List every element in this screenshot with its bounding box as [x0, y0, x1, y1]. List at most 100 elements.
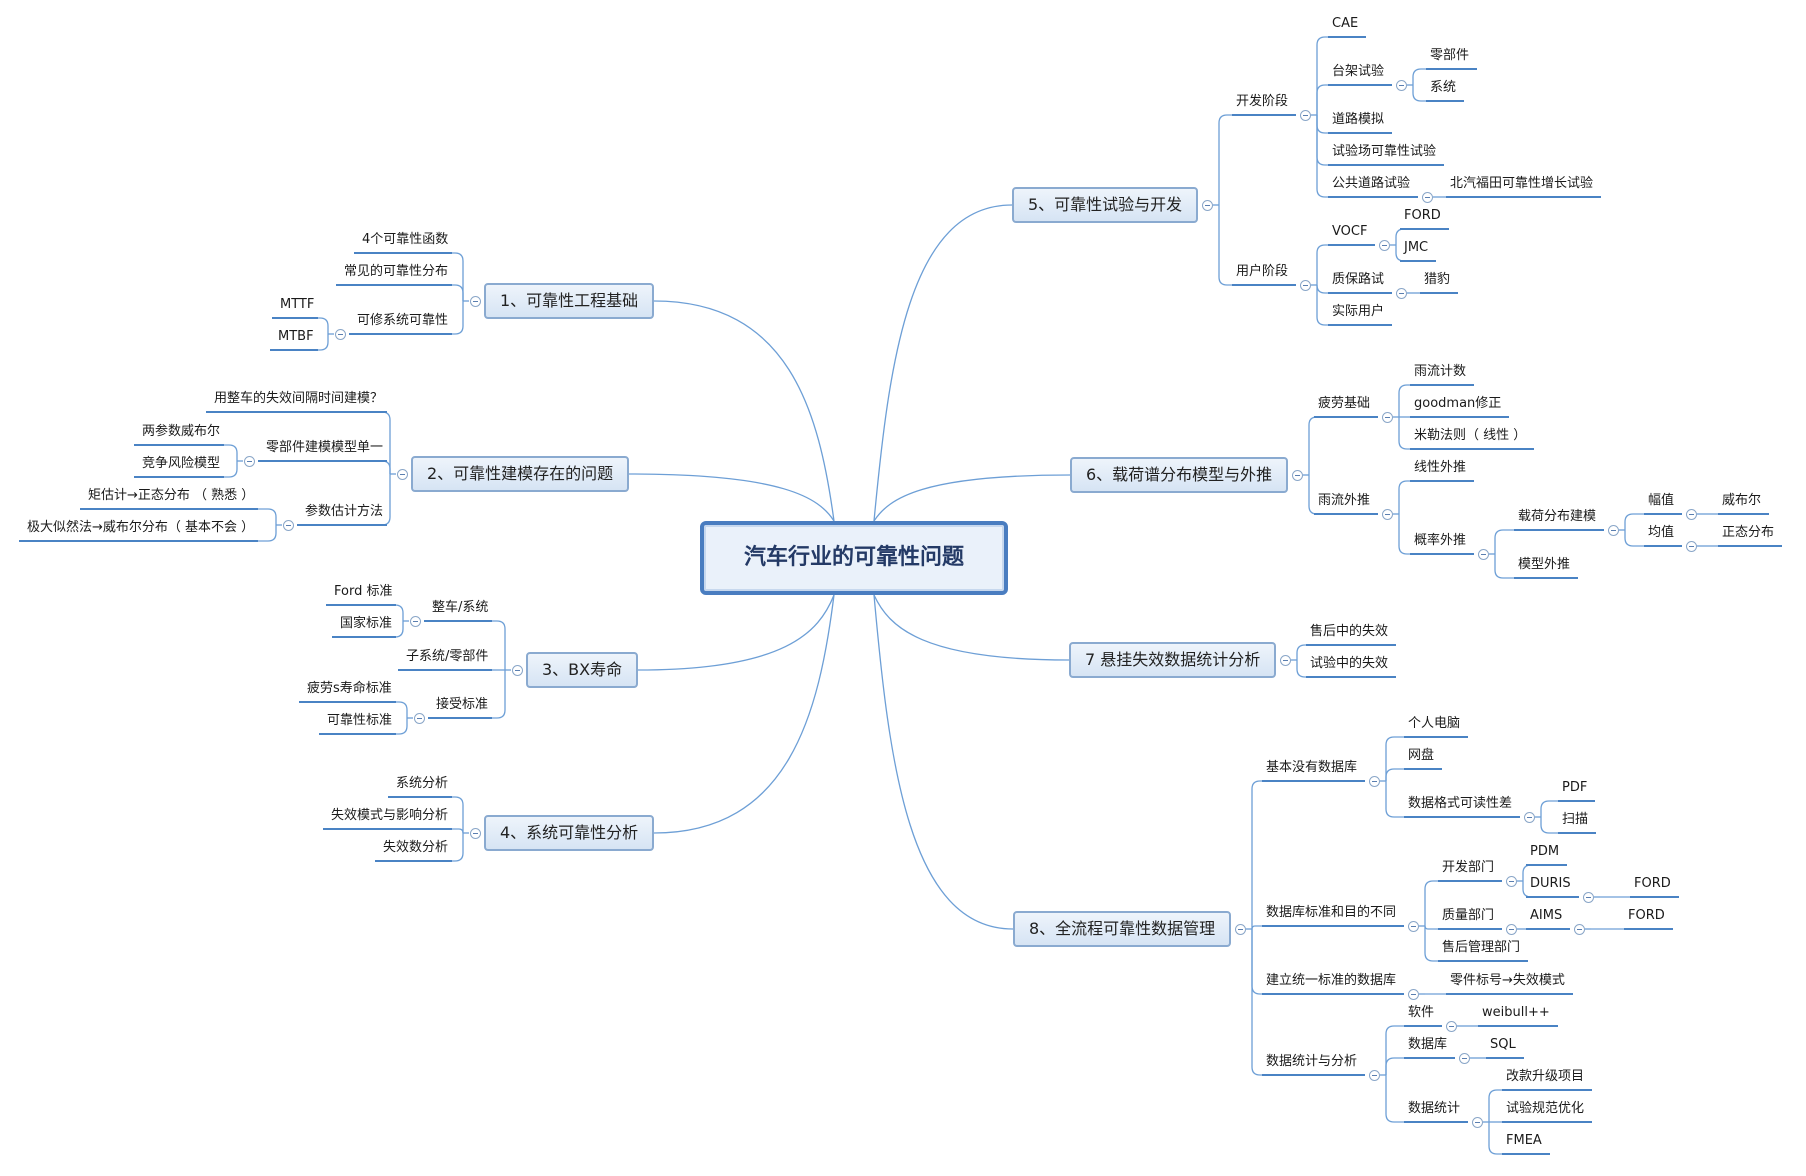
branch-topic-1[interactable]: 1、可靠性工程基础 [484, 283, 655, 319]
collapse-toggle-icon[interactable] [1382, 412, 1393, 423]
topic-可修系统可靠性[interactable]: 可修系统可靠性 [349, 314, 452, 335]
topic-竞争风险模型[interactable]: 竞争风险模型 [134, 457, 224, 478]
collapse-toggle-icon[interactable] [1408, 921, 1419, 932]
topic-线性外推[interactable]: 线性外推 [1410, 461, 1474, 482]
topic-威布尔[interactable]: 威布尔 [1718, 494, 1769, 515]
topic-pdm[interactable]: PDM [1526, 845, 1567, 866]
collapse-toggle-icon[interactable] [1472, 1117, 1483, 1128]
collapse-toggle-icon[interactable] [1382, 509, 1393, 520]
collapse-toggle-icon[interactable] [397, 469, 408, 480]
topic-雨流计数[interactable]: 雨流计数 [1410, 365, 1474, 386]
collapse-toggle-icon[interactable] [1524, 812, 1535, 823]
topic-用整车的失效间隔时间建模？[interactable]: 用整车的失效间隔时间建模？ [206, 392, 387, 413]
branch-topic-8[interactable]: 8、全流程可靠性数据管理 [1013, 911, 1232, 947]
topic-扫描[interactable]: 扫描 [1558, 813, 1596, 834]
topic-试验规范优化[interactable]: 试验规范优化 [1502, 1102, 1592, 1123]
topic-载荷分布建模[interactable]: 载荷分布建模 [1514, 510, 1604, 531]
topic-零部件[interactable]: 零部件 [1426, 49, 1477, 70]
topic-duris[interactable]: DURIS [1526, 877, 1579, 898]
collapse-toggle-icon[interactable] [1583, 892, 1594, 903]
topic-个人电脑[interactable]: 个人电脑 [1404, 717, 1468, 738]
topic-ford[interactable]: FORD [1630, 877, 1679, 898]
topic-mtbf[interactable]: MTBF [270, 330, 318, 351]
topic-4个可靠性函数[interactable]: 4个可靠性函数 [354, 233, 452, 254]
collapse-toggle-icon[interactable] [1686, 509, 1697, 520]
collapse-toggle-icon[interactable] [1202, 200, 1213, 211]
topic-售后中的失效[interactable]: 售后中的失效 [1306, 625, 1396, 646]
topic-售后管理部门[interactable]: 售后管理部门 [1438, 941, 1528, 962]
topic-公共道路试验[interactable]: 公共道路试验 [1328, 177, 1418, 198]
topic-jmc[interactable]: JMC [1400, 241, 1436, 262]
collapse-toggle-icon[interactable] [1235, 924, 1246, 935]
topic-系统分析[interactable]: 系统分析 [388, 777, 452, 798]
collapse-toggle-icon[interactable] [1422, 192, 1433, 203]
topic-用户阶段[interactable]: 用户阶段 [1232, 265, 1296, 286]
branch-topic-3[interactable]: 3、BX寿命 [526, 652, 639, 688]
topic-疲劳s寿命标准[interactable]: 疲劳s寿命标准 [299, 682, 396, 703]
topic-正态分布[interactable]: 正态分布 [1718, 526, 1782, 547]
topic-基本没有数据库[interactable]: 基本没有数据库 [1262, 761, 1365, 782]
topic-子系统/零部件[interactable]: 子系统/零部件 [398, 650, 492, 671]
topic-雨流外推[interactable]: 雨流外推 [1314, 494, 1378, 515]
topic-数据库[interactable]: 数据库 [1404, 1038, 1455, 1059]
collapse-toggle-icon[interactable] [244, 456, 255, 467]
topic-实际用户[interactable]: 实际用户 [1328, 305, 1392, 326]
topic-ford[interactable]: FORD [1400, 209, 1449, 230]
topic-猎豹[interactable]: 猎豹 [1420, 273, 1458, 294]
topic-开发阶段[interactable]: 开发阶段 [1232, 95, 1296, 116]
branch-topic-6[interactable]: 6、载荷谱分布模型与外推 [1070, 457, 1289, 493]
topic-开发部门[interactable]: 开发部门 [1438, 861, 1502, 882]
topic-米勒法则（-线性-）[interactable]: 米勒法则（ 线性 ） [1410, 429, 1534, 450]
collapse-toggle-icon[interactable] [1396, 288, 1407, 299]
topic-vocf[interactable]: VOCF [1328, 225, 1375, 246]
topic-aims[interactable]: AIMS [1526, 909, 1570, 930]
topic-ford[interactable]: FORD [1624, 909, 1673, 930]
topic-数据库标准和目的不同[interactable]: 数据库标准和目的不同 [1262, 906, 1404, 927]
topic-零件标号→失效模式[interactable]: 零件标号→失效模式 [1446, 974, 1573, 995]
root-topic[interactable]: 汽车行业的可靠性问题 [700, 521, 1009, 595]
topic-幅值[interactable]: 幅值 [1644, 494, 1682, 515]
collapse-toggle-icon[interactable] [1686, 541, 1697, 552]
collapse-toggle-icon[interactable] [283, 520, 294, 531]
branch-topic-4[interactable]: 4、系统可靠性分析 [484, 815, 655, 851]
topic-goodman修正[interactable]: goodman修正 [1410, 397, 1509, 418]
topic-矩估计→正态分布-（-熟悉-）[interactable]: 矩估计→正态分布 （ 熟悉 ） [80, 489, 258, 510]
topic-极大似然法→威布尔分布（-基本不会-）[interactable]: 极大似然法→威布尔分布（ 基本不会 ） [19, 521, 258, 542]
collapse-toggle-icon[interactable] [1506, 876, 1517, 887]
topic-可靠性标准[interactable]: 可靠性标准 [319, 714, 396, 735]
branch-topic-5[interactable]: 5、可靠性试验与开发 [1012, 187, 1199, 223]
collapse-toggle-icon[interactable] [1446, 1021, 1457, 1032]
topic-ford-标准[interactable]: Ford 标准 [326, 585, 396, 606]
branch-topic-7[interactable]: 7 悬挂失效数据统计分析 [1069, 642, 1277, 678]
topic-两参数威布尔[interactable]: 两参数威布尔 [134, 425, 224, 446]
topic-质量部门[interactable]: 质量部门 [1438, 909, 1502, 930]
collapse-toggle-icon[interactable] [1408, 989, 1419, 1000]
branch-topic-2[interactable]: 2、可靠性建模存在的问题 [411, 456, 630, 492]
collapse-toggle-icon[interactable] [1369, 776, 1380, 787]
collapse-toggle-icon[interactable] [1300, 110, 1311, 121]
topic-均值[interactable]: 均值 [1644, 526, 1682, 547]
topic-整车/系统[interactable]: 整车/系统 [424, 601, 492, 622]
topic-概率外推[interactable]: 概率外推 [1410, 534, 1474, 555]
collapse-toggle-icon[interactable] [470, 828, 481, 839]
topic-网盘[interactable]: 网盘 [1404, 749, 1442, 770]
topic-数据格式可读性差[interactable]: 数据格式可读性差 [1404, 797, 1520, 818]
collapse-toggle-icon[interactable] [414, 713, 425, 724]
collapse-toggle-icon[interactable] [1459, 1053, 1470, 1064]
topic-失效模式与影响分析[interactable]: 失效模式与影响分析 [323, 809, 452, 830]
topic-台架试验[interactable]: 台架试验 [1328, 65, 1392, 86]
collapse-toggle-icon[interactable] [470, 296, 481, 307]
topic-常见的可靠性分布[interactable]: 常见的可靠性分布 [336, 265, 452, 286]
topic-sql[interactable]: SQL [1486, 1038, 1524, 1059]
topic-pdf[interactable]: PDF [1558, 781, 1595, 802]
topic-疲劳基础[interactable]: 疲劳基础 [1314, 397, 1378, 418]
topic-建立统一标准的数据库[interactable]: 建立统一标准的数据库 [1262, 974, 1404, 995]
collapse-toggle-icon[interactable] [1608, 525, 1619, 536]
topic-试验中的失效[interactable]: 试验中的失效 [1306, 657, 1396, 678]
topic-国家标准[interactable]: 国家标准 [332, 617, 396, 638]
topic-零部件建模模型单一[interactable]: 零部件建模模型单一 [258, 441, 387, 462]
topic-失效数分析[interactable]: 失效数分析 [375, 841, 452, 862]
topic-cae[interactable]: CAE [1328, 17, 1366, 38]
collapse-toggle-icon[interactable] [1396, 80, 1407, 91]
collapse-toggle-icon[interactable] [1292, 470, 1303, 481]
